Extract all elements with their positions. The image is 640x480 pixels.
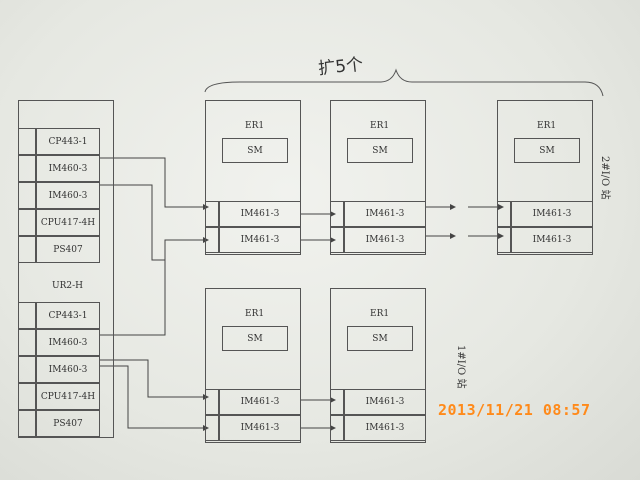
rack-top-slot-2 (18, 182, 36, 209)
rack-bottom-module-3: CPU417-4H (36, 383, 100, 410)
er-top-1-im461-1: IM461-3 (219, 227, 301, 253)
er-top-2-rack (330, 100, 426, 255)
er-top-2-im461-1: IM461-3 (344, 227, 426, 253)
er-bottom-2-rack (330, 288, 426, 443)
er-top-2-im461-slot-1 (330, 227, 344, 253)
er-top-2-im461-0: IM461-3 (344, 201, 426, 227)
er-bottom-2-im461-slot-0 (330, 389, 344, 415)
er-bottom-1-sm: SM (222, 326, 288, 351)
expansion-brace (204, 68, 604, 97)
er-top-1-label: ER1 (245, 121, 265, 131)
er-bottom-1-label: ER1 (245, 309, 265, 319)
rack-bottom-module-4: PS407 (36, 410, 100, 437)
rack-top-slot-3 (18, 209, 36, 236)
er-top-3-rack (497, 100, 593, 255)
er-top-1-im461-slot-0 (205, 201, 219, 227)
rack-top-slot-1 (18, 155, 36, 182)
er-top-1-im461-0: IM461-3 (219, 201, 301, 227)
rack-bottom-slot-3 (18, 383, 36, 410)
er-top-1-im461-slot-1 (205, 227, 219, 253)
er-bottom-1-im461-slot-1 (205, 415, 219, 441)
station2-label: 2#I/O 站 (599, 156, 610, 200)
rack-bottom-slot-0 (18, 302, 36, 329)
er-top-2-label: ER1 (370, 121, 390, 131)
wire-ur-im460b-to-er (100, 184, 209, 261)
er-bottom-2-im461-0: IM461-3 (344, 389, 426, 415)
er-top-3-label: ER1 (537, 121, 557, 131)
er-top-3-im461-slot-1 (497, 227, 511, 253)
rack-top-module-0: CP443-1 (36, 128, 100, 155)
wire-ur-im460a-to-er (100, 157, 209, 210)
er-bottom-1-im461-slot-0 (205, 389, 219, 415)
photo-timestamp: 2013/11/21 08:57 (438, 401, 591, 419)
er-top-2-sm: SM (347, 138, 413, 163)
er-top-3-im461-slot-0 (497, 201, 511, 227)
er-top-3-sm: SM (514, 138, 580, 163)
rack-top-slot-0 (18, 128, 36, 155)
main-rack (18, 100, 114, 438)
er-top-3-im461-1: IM461-3 (511, 227, 593, 253)
er-top-3-im461-0: IM461-3 (511, 201, 593, 227)
er-top-1-rack (205, 100, 301, 255)
rack-top-module-1: IM460-3 (36, 155, 100, 182)
rack-bottom-module-1: IM460-3 (36, 329, 100, 356)
wire-ur-im460d-to-bottom-upper (100, 359, 209, 400)
er-bottom-2-im461-slot-1 (330, 415, 344, 441)
er-top-1-sm: SM (222, 138, 288, 163)
wire-ur-im460c-to-er (100, 245, 166, 336)
rack-middle-label: UR2-H (52, 281, 83, 291)
er-bottom-1-im461-1: IM461-3 (219, 415, 301, 441)
rack-bottom-module-2: IM460-3 (36, 356, 100, 383)
station1-label: 1#I/O 站 (455, 345, 466, 389)
rack-top-module-4: PS407 (36, 236, 100, 263)
er-bottom-1-rack (205, 288, 301, 443)
rack-top-module-3: CPU417-4H (36, 209, 100, 236)
rack-bottom-slot-2 (18, 356, 36, 383)
er-bottom-2-label: ER1 (370, 309, 390, 319)
rack-bottom-slot-1 (18, 329, 36, 356)
wire-ur-to-bottom-lower (100, 365, 209, 431)
er-bottom-1-im461-0: IM461-3 (219, 389, 301, 415)
er-bottom-2-im461-1: IM461-3 (344, 415, 426, 441)
annotation-handwritten: 扩5个 (317, 54, 365, 80)
er-top-2-im461-slot-0 (330, 201, 344, 227)
rack-top-module-2: IM460-3 (36, 182, 100, 209)
rack-top-slot-4 (18, 236, 36, 263)
er-bottom-2-sm: SM (347, 326, 413, 351)
rack-bottom-module-0: CP443-1 (36, 302, 100, 329)
rack-bottom-slot-4 (18, 410, 36, 437)
